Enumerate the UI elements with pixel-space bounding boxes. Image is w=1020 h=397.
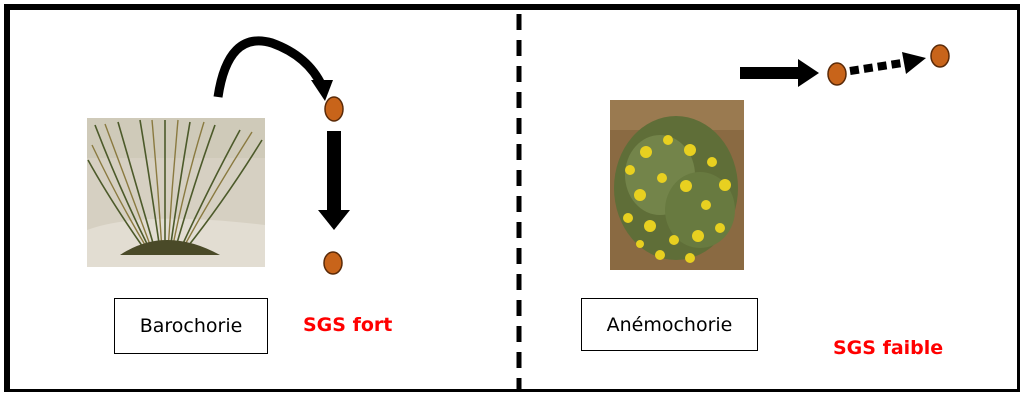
wind-dotted-arrow-icon bbox=[849, 59, 903, 75]
fall-arrow-head-icon bbox=[318, 210, 350, 230]
shrub-photo bbox=[610, 100, 744, 270]
seed-start-icon bbox=[827, 62, 847, 86]
anemochorie-label-box: Anémochorie bbox=[581, 298, 758, 351]
wind-arrow-head-icon bbox=[798, 59, 819, 87]
seed-end-icon bbox=[930, 44, 950, 68]
curved-arrow-icon bbox=[213, 36, 327, 98]
barochorie-label: Barochorie bbox=[139, 315, 243, 337]
wind-arrow-shaft-icon bbox=[740, 67, 802, 79]
anemochorie-label: Anémochorie bbox=[606, 313, 733, 336]
fall-arrow-shaft-icon bbox=[327, 131, 341, 212]
sgs-fort-label: SGS fort bbox=[303, 314, 393, 336]
wind-dotted-arrow-head-icon bbox=[902, 52, 926, 74]
sgs-faible-label: SGS faible bbox=[833, 337, 944, 359]
barochorie-label-box: Barochorie bbox=[114, 298, 268, 354]
grass-photo bbox=[87, 118, 265, 267]
seed-top-icon bbox=[324, 96, 344, 122]
curved-arrow-head-icon bbox=[311, 80, 333, 101]
seed-bottom-icon bbox=[323, 251, 343, 275]
